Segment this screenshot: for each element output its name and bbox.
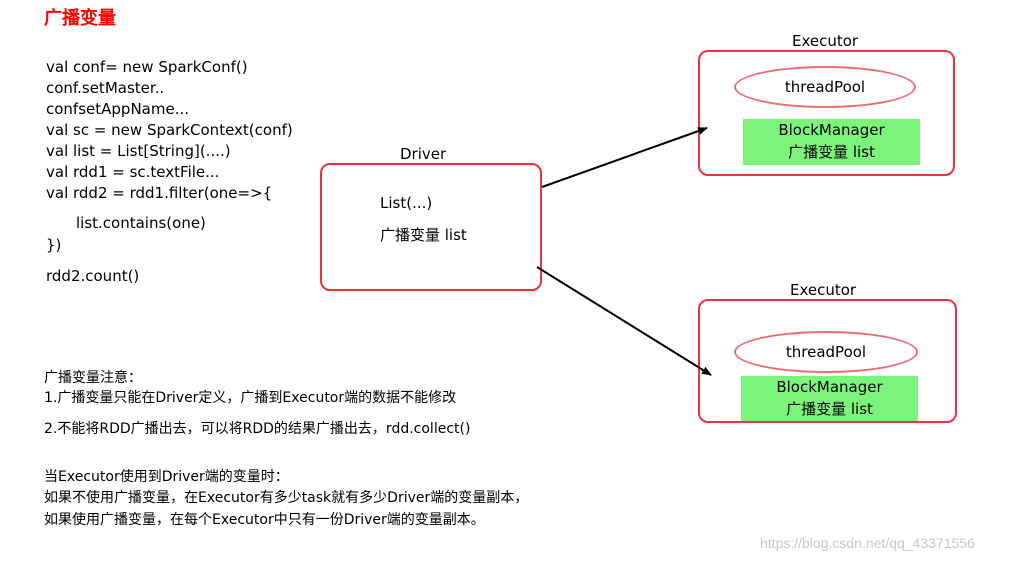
code-line-1: val conf= new SparkConf() [46, 58, 248, 76]
executor-top-blockmanager: BlockManager 广播变量 list [743, 119, 920, 165]
driver-list-text: List(...) [380, 194, 433, 212]
executor-top-box: threadPool BlockManager 广播变量 list [698, 50, 955, 176]
notes-item-2: 2.不能将RDD广播出去，可以将RDD的结果广播出去，rdd.collect() [44, 421, 471, 437]
driver-label: Driver [400, 145, 447, 163]
executor-bottom-label: Executor [790, 281, 857, 299]
code-line-5: val list = List[String](....) [46, 142, 231, 160]
watermark: https://blog.csdn.net/qq_43371556 [760, 535, 975, 551]
code-line-10: rdd2.count() [46, 267, 140, 285]
executor-bottom-threadpool: threadPool [734, 331, 918, 373]
code-line-3: confsetAppName... [46, 100, 189, 118]
executor-top-blockmanager-label: BlockManager [778, 121, 885, 139]
executor-top-broadcast-text: 广播变量 list [788, 143, 875, 161]
executor-top-threadpool-label: threadPool [784, 78, 866, 96]
driver-broadcast-text: 广播变量 list [380, 226, 467, 244]
page-title: 广播变量 [44, 8, 116, 29]
executor-top-threadpool: threadPool [734, 66, 916, 108]
arrow-to-executor-top [541, 127, 708, 188]
executor-bottom-threadpool-label: threadPool [785, 343, 867, 361]
usage-line-2: 如果使用广播变量，在每个Executor中只有一份Driver端的变量副本。 [44, 512, 485, 528]
code-line-8: list.contains(one) [76, 214, 206, 232]
usage-heading: 当Executor使用到Driver端的变量时： [44, 469, 289, 485]
driver-box: List(...) 广播变量 list [320, 163, 542, 291]
code-line-7: val rdd2 = rdd1.filter(one=>{ [46, 184, 273, 202]
executor-bottom-blockmanager-label: BlockManager [776, 378, 883, 396]
executor-bottom-broadcast-text: 广播变量 list [786, 400, 873, 418]
executor-bottom-box: threadPool BlockManager 广播变量 list [698, 299, 957, 423]
code-line-6: val rdd1 = sc.textFile... [46, 163, 220, 181]
executor-top-label: Executor [792, 32, 859, 50]
executor-bottom-blockmanager: BlockManager 广播变量 list [741, 376, 918, 421]
code-line-4: val sc = new SparkContext(conf) [46, 121, 293, 139]
code-line-2: conf.setMaster.. [46, 79, 165, 97]
notes-item-1: 1.广播变量只能在Driver定义，广播到Executor端的数据不能修改 [44, 390, 457, 406]
code-line-9: }) [46, 236, 62, 254]
notes-heading: 广播变量注意： [44, 370, 142, 386]
arrow-to-executor-bottom [536, 266, 712, 376]
usage-line-1: 如果不使用广播变量，在Executor有多少task就有多少Driver端的变量… [44, 490, 529, 506]
